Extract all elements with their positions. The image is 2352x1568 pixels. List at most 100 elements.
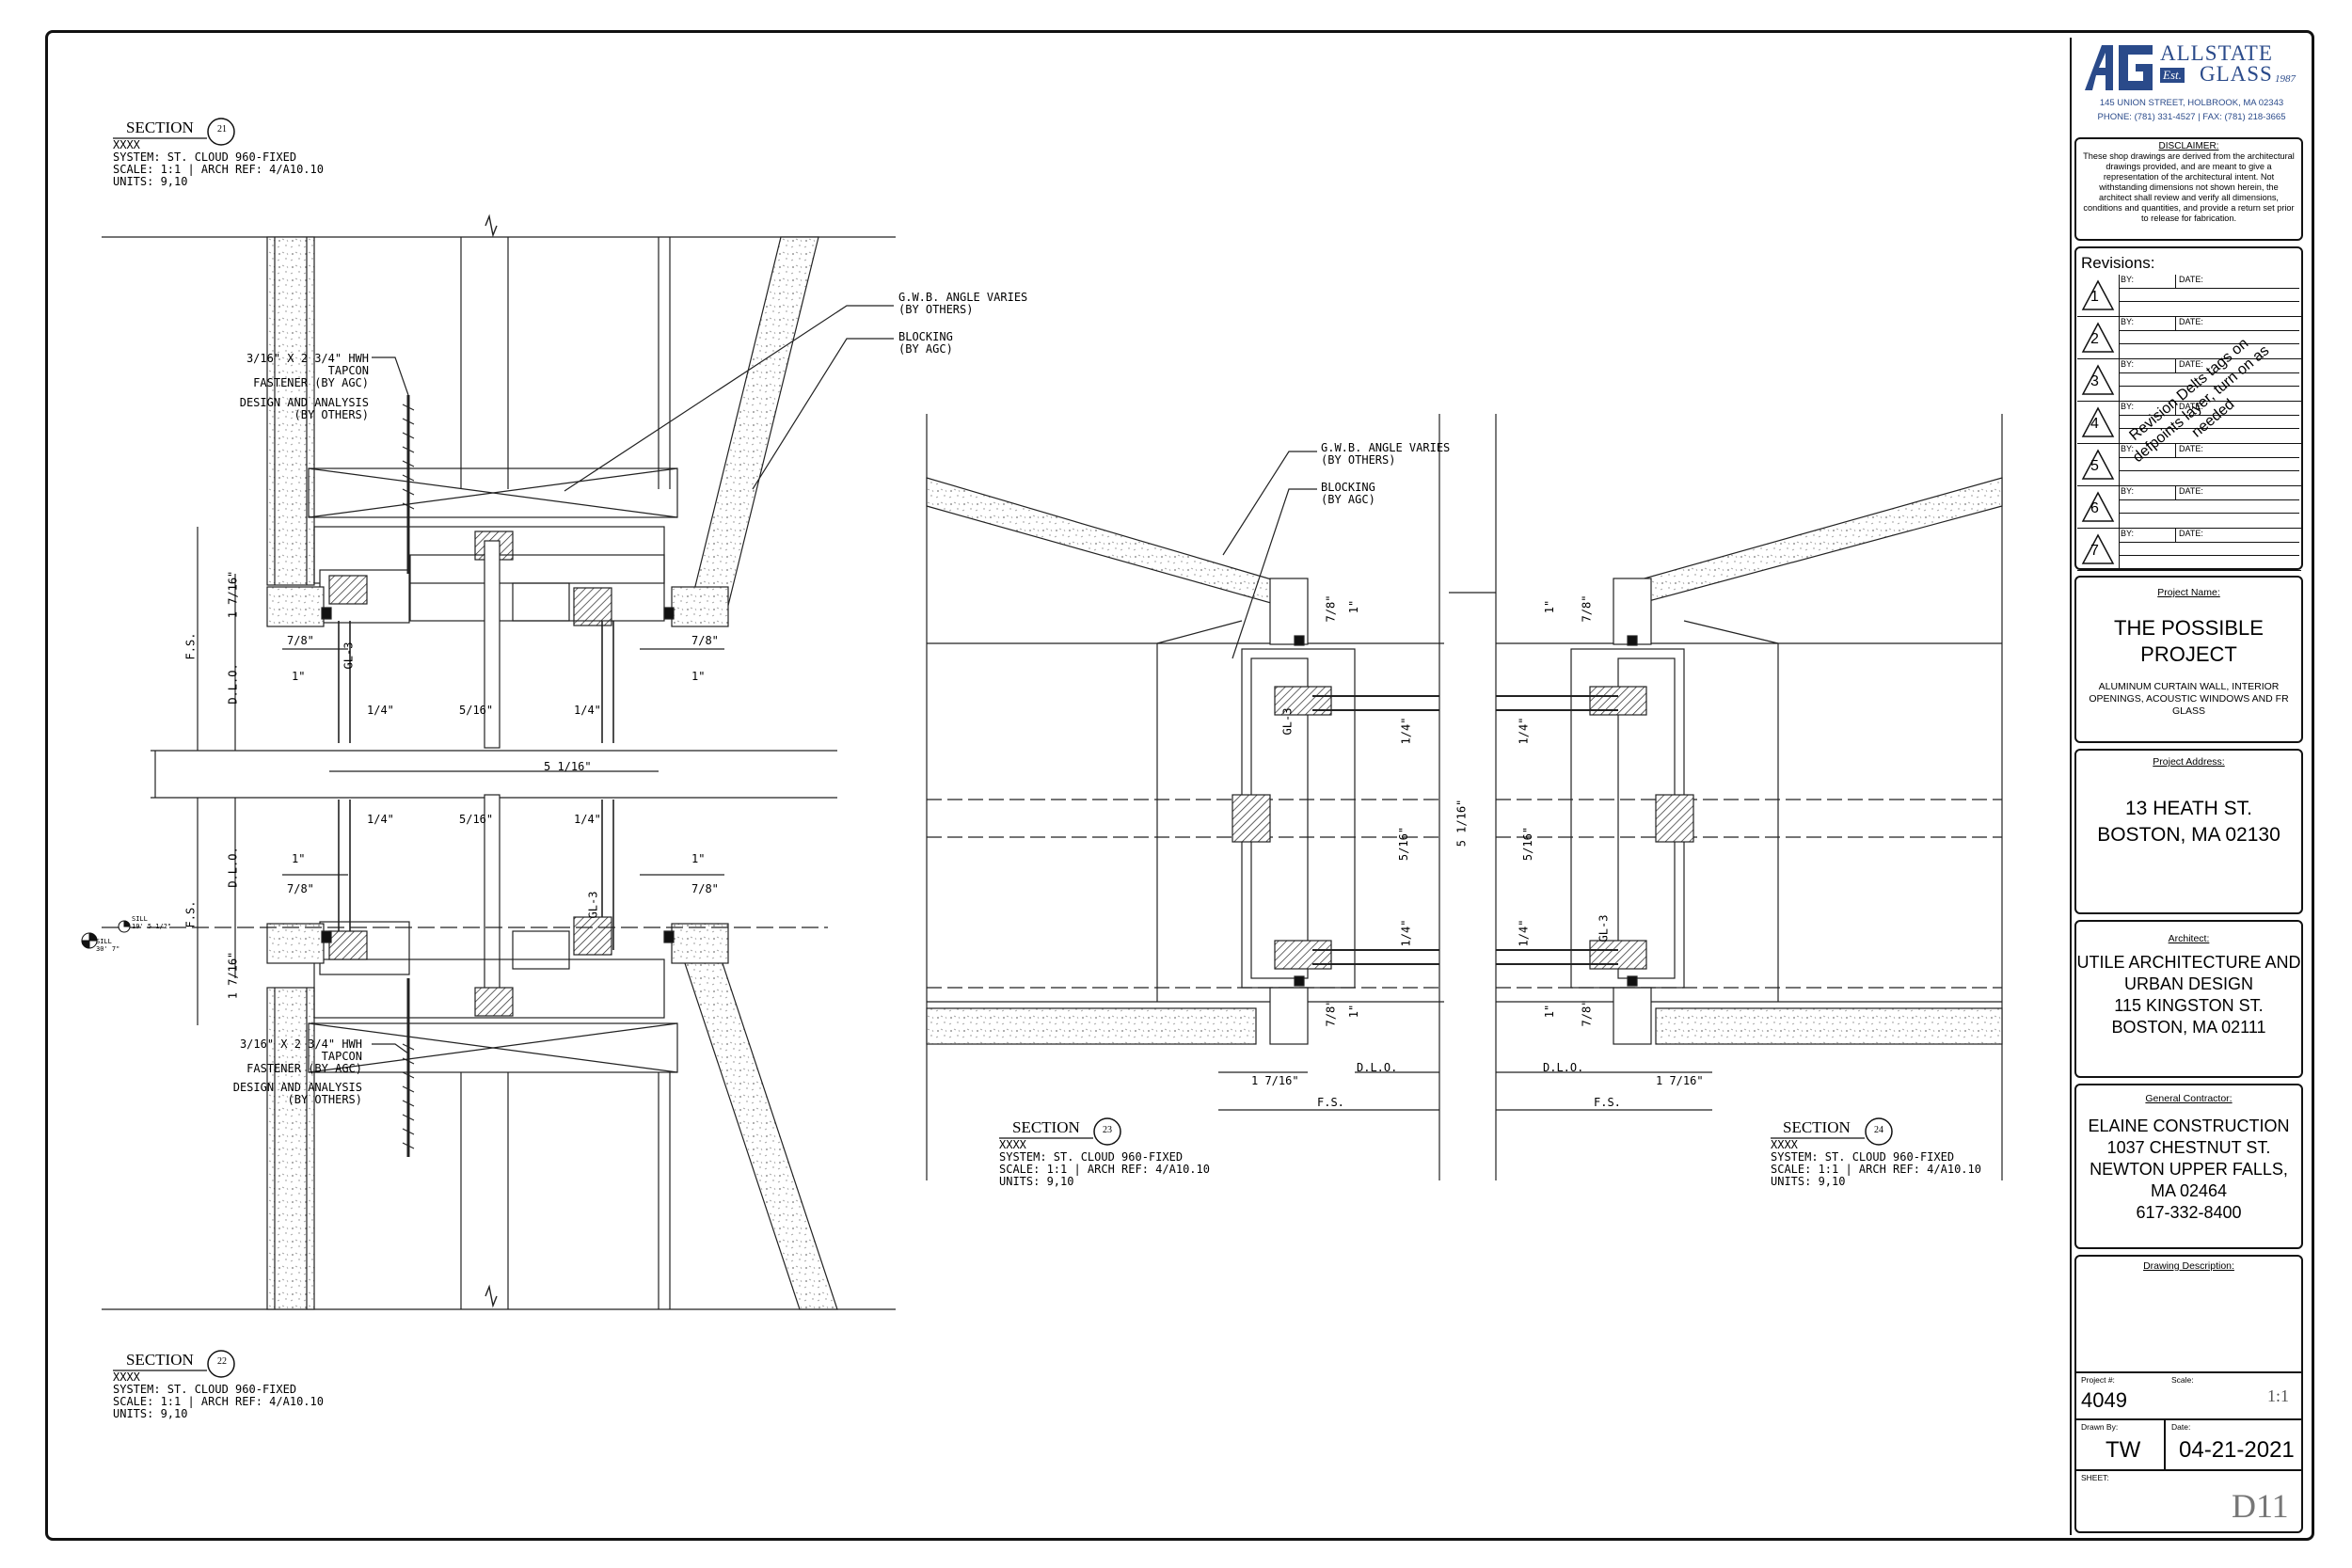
revision-date-label: DATE: bbox=[2179, 444, 2203, 453]
dim-5-16-right: 5/16" bbox=[1521, 826, 1535, 862]
note-design-by-lower: (BY OTHERS) bbox=[287, 1093, 362, 1106]
date-value: 04-21-2021 bbox=[2179, 1437, 2295, 1463]
drawing-description-label: Drawing Description: bbox=[2143, 1260, 2234, 1272]
blocking-lower bbox=[308, 1022, 678, 1073]
sill-tag-elev: 19' 5 1/2" bbox=[132, 923, 172, 930]
scale-value: 1:1 bbox=[2267, 1386, 2290, 1405]
section-22-line1: XXXX bbox=[113, 1370, 140, 1384]
section-22-line4: UNITS: 9,10 bbox=[113, 1407, 188, 1420]
note-gwb-by-others: (BY OTHERS) bbox=[898, 303, 974, 316]
revision-row: 7 BY: DATE: bbox=[2077, 529, 2301, 571]
revision-by-label: BY: bbox=[2121, 486, 2135, 496]
dim-7-8-ll: 7/8" bbox=[287, 882, 314, 895]
contractor-line4: MA 02464 bbox=[2150, 1181, 2228, 1200]
company-phone: PHONE: (781) 331-4527 | FAX: (781) 218-3… bbox=[2097, 112, 2286, 122]
dim-dlo-lower: D.L.O. bbox=[226, 847, 240, 888]
section-21-line3: SCALE: 1:1 | ARCH REF: 4/A10.10 bbox=[113, 163, 324, 176]
project-name: THE POSSIBLE PROJECT bbox=[2114, 616, 2264, 666]
company-est: Est. bbox=[2160, 68, 2185, 83]
sill-tag-label: SILL bbox=[132, 915, 148, 923]
section-21-label: SECTION bbox=[126, 119, 194, 137]
revision-delta-icon bbox=[2081, 533, 2115, 564]
note-gwb-angle-mid: G.W.B. ANGLE VARIES bbox=[1321, 441, 1451, 454]
contractor-line3: NEWTON UPPER FALLS, bbox=[2090, 1160, 2288, 1179]
section-23-bubble bbox=[1093, 1117, 1121, 1146]
revision-date-label: DATE: bbox=[2179, 359, 2203, 369]
revisions-box bbox=[2074, 246, 2303, 570]
revision-number: 5 bbox=[2090, 458, 2099, 474]
dim-1in-ul: 1" bbox=[292, 670, 306, 683]
section-23-title: SECTION bbox=[1012, 1118, 1080, 1136]
project-address-label: Project Address: bbox=[2153, 756, 2225, 768]
blocking-upper bbox=[308, 467, 678, 518]
dim-1-7-16-upper: 1 7/16" bbox=[226, 570, 240, 619]
note-blocking-by-agc: (BY AGC) bbox=[898, 342, 953, 356]
gl3-tag-lower: GL-3 bbox=[586, 891, 600, 919]
gl3-tag-mid: GL-3 bbox=[1280, 707, 1295, 736]
dim-1in-mid-top: 1" bbox=[1347, 599, 1361, 614]
project-scope: ALUMINUM CURTAIN WALL, INTERIOR OPENINGS… bbox=[2089, 681, 2289, 717]
drawn-by-label: Drawn By: bbox=[2081, 1422, 2119, 1432]
disclaimer-text: These shop drawings are derived from the… bbox=[2083, 151, 2295, 223]
section-24-title: SECTION bbox=[1783, 1118, 1851, 1136]
dim-5-16-u: 5/16" bbox=[459, 704, 494, 717]
architect-label: Architect: bbox=[2168, 933, 2210, 944]
note-gwb-angle: G.W.B. ANGLE VARIES bbox=[898, 291, 1028, 304]
section-23-number: 23 bbox=[1103, 1125, 1112, 1135]
revision-by-label: BY: bbox=[2121, 529, 2135, 538]
section-23-line1: XXXX bbox=[999, 1138, 1026, 1151]
section-21-bubble bbox=[207, 118, 235, 146]
dim-quarter-lr: 1/4" bbox=[574, 813, 601, 826]
revision-date-label: DATE: bbox=[2179, 402, 2203, 411]
note-blocking: BLOCKING bbox=[898, 330, 953, 343]
revision-by-label: BY: bbox=[2121, 402, 2135, 411]
project-name-label: Project Name: bbox=[2157, 587, 2220, 598]
dim-7-8-ur: 7/8" bbox=[691, 634, 719, 647]
revision-date-label: DATE: bbox=[2179, 529, 2203, 538]
dim-fs-right: F.S. bbox=[1594, 1096, 1621, 1109]
company-name-line1: ALLSTATE bbox=[2160, 41, 2273, 65]
contractor-label: General Contractor: bbox=[2145, 1093, 2233, 1104]
dim-quarter-mid-bot: 1/4" bbox=[1399, 919, 1413, 947]
dim-1in-ur: 1" bbox=[691, 670, 706, 683]
note-blocking-mid: BLOCKING bbox=[1321, 481, 1375, 494]
scale-label: Scale: bbox=[2171, 1375, 2194, 1385]
contractor-line1: ELAINE CONSTRUCTION bbox=[2088, 1117, 2290, 1135]
dim-quarter-ll: 1/4" bbox=[367, 813, 394, 826]
dim-7-8-mid-bot: 7/8" bbox=[1324, 999, 1338, 1027]
sheet-number: D11 bbox=[2232, 1487, 2289, 1525]
revision-number: 2 bbox=[2090, 331, 2099, 347]
architect-line1: UTILE ARCHITECTURE AND bbox=[2076, 953, 2301, 972]
dim-quarter-right-top: 1/4" bbox=[1517, 717, 1531, 745]
revision-delta-icon bbox=[2081, 364, 2115, 395]
project-box: Project Name: THE POSSIBLE PROJECT ALUMI… bbox=[2074, 576, 2303, 753]
sill-tag2-elev: 30' 7" bbox=[96, 945, 120, 953]
note-tapcon-upper: 3/16" X 2 3/4" HWH TAPCON bbox=[246, 352, 369, 377]
sheet-border bbox=[45, 30, 2314, 1541]
section-24-line3: SCALE: 1:1 | ARCH REF: 4/A10.10 bbox=[1771, 1163, 1981, 1176]
dim-7-8-right-top: 7/8" bbox=[1580, 594, 1594, 623]
section-22-bubble bbox=[207, 1350, 235, 1378]
sheet-label: SHEET: bbox=[2081, 1473, 2109, 1482]
dim-7-8-mid-top: 7/8" bbox=[1324, 594, 1338, 623]
dim-quarter-right-bot: 1/4" bbox=[1517, 919, 1531, 947]
dim-1-7-16-right: 1 7/16" bbox=[1656, 1074, 1704, 1087]
dim-quarter-ul: 1/4" bbox=[367, 704, 394, 717]
project-number: 4049 bbox=[2081, 1388, 2127, 1412]
revision-delta-icon bbox=[2081, 491, 2115, 522]
architect-line4: BOSTON, MA 02111 bbox=[2111, 1018, 2266, 1037]
dim-fs-lower: F.S. bbox=[183, 900, 198, 928]
revision-number: 7 bbox=[2090, 543, 2099, 559]
revision-by-label: BY: bbox=[2121, 317, 2135, 326]
dim-7-8-lr: 7/8" bbox=[691, 882, 719, 895]
gl3-tag-right: GL-3 bbox=[1597, 914, 1611, 942]
revision-delta-icon bbox=[2081, 406, 2115, 437]
dim-fs-upper: F.S. bbox=[183, 632, 198, 660]
section-21-line2: SYSTEM: ST. CLOUD 960-FIXED bbox=[113, 150, 297, 164]
revision-delta-icon bbox=[2081, 279, 2115, 310]
